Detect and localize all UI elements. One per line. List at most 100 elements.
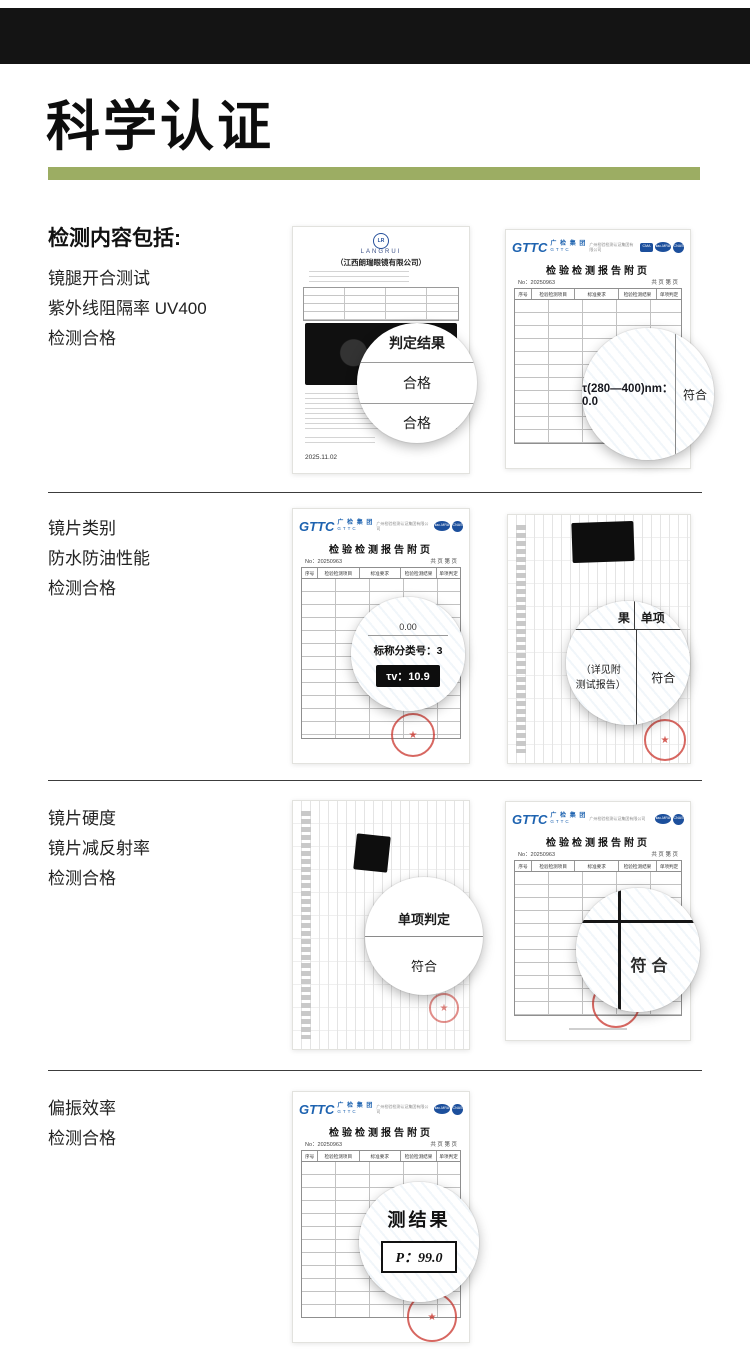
certificate-polarization-report: GTTC 广 检 集 团 GTTC 广州检验检测认证集团有限公司 ilac-MR… bbox=[292, 1091, 479, 1343]
report-fields-lines bbox=[309, 271, 409, 283]
section-1-heading: 检测内容包括: bbox=[48, 227, 181, 250]
report-pages-meta: 共 页 第 页 bbox=[430, 559, 457, 565]
col-item: 检验检测项目 bbox=[318, 568, 360, 579]
report-title: 检验检测报告附页 bbox=[329, 1128, 433, 1139]
see-attached-note: （详见附 测试报告） bbox=[566, 630, 636, 725]
col-item: 检验检测项目 bbox=[532, 289, 576, 300]
results-table-header: 序号 检验检测项目 标准要求 检验检测结果 单项判定 bbox=[514, 860, 682, 872]
ilac-mra-badge-icon: ilac-MRA bbox=[655, 814, 671, 824]
verdict-header: 判定结果 bbox=[357, 323, 477, 364]
gttc-company-name: 广州检验检测认证集团有限公司 bbox=[589, 241, 634, 252]
col-result: 检验检测结果 bbox=[401, 1151, 438, 1162]
report-end-mark bbox=[568, 1028, 628, 1030]
col-standard: 标准要求 bbox=[360, 568, 401, 579]
magnifier-uv-result: τ(280—400)nm：0.0 符合 bbox=[582, 328, 714, 460]
vertical-text-lines bbox=[301, 811, 311, 1039]
report-number: No：20250963 bbox=[518, 280, 556, 286]
gttc-company-name: 广州检验检测认证集团有限公司 bbox=[589, 816, 646, 822]
gttc-brand-en: GTTC bbox=[550, 818, 571, 824]
cnas-badge-icon: CNAS bbox=[452, 1103, 463, 1115]
section-4-line-1: 偏振效率 bbox=[48, 1099, 116, 1118]
section-2-line-2: 防水防油性能 bbox=[48, 549, 150, 568]
sample-photo bbox=[353, 833, 391, 873]
col-standard: 标准要求 bbox=[575, 289, 619, 300]
certificate-langrui-report: LR LANGRUI （江西朗瑞眼镜有限公司） 2025.11.02 判定结果 … bbox=[292, 226, 477, 474]
magnifier-category-result: 0.00 标称分类号：3 τv：10.9 bbox=[351, 597, 465, 711]
magnifier-polarization-result: 测结果 P：99.0 bbox=[359, 1182, 479, 1302]
gttc-brand-en: GTTC bbox=[337, 525, 358, 531]
section-divider-3 bbox=[48, 1070, 702, 1071]
section-1-line-3: 检测合格 bbox=[48, 329, 116, 348]
report-date: 2025.11.02 bbox=[305, 454, 338, 461]
report-pages-meta: 共 页 第 页 bbox=[651, 852, 678, 858]
verdict-table-body: （详见附 测试报告） 符合 bbox=[566, 630, 690, 725]
magnifier-content: 测结果 P：99.0 bbox=[359, 1182, 479, 1302]
category-top-value: 0.00 bbox=[368, 622, 448, 636]
section-2-line-1: 镜片类别 bbox=[48, 519, 116, 538]
langrui-logo-icon: LR bbox=[373, 233, 389, 249]
section-3-line-1: 镜片硬度 bbox=[48, 809, 116, 828]
gttc-brand: 广 检 集 团 GTTC bbox=[550, 813, 586, 825]
col-verdict: 单项判定 bbox=[659, 291, 679, 297]
magnifier-content: 单项判定 符合 bbox=[365, 877, 483, 995]
note-line-1: （详见附 bbox=[580, 664, 621, 676]
certificate-hardness-report: 单项判定 符合 bbox=[292, 800, 483, 1050]
header-result-partial: 果 bbox=[617, 611, 630, 625]
report-number: No：20250963 bbox=[518, 852, 556, 858]
col-index: 序号 bbox=[302, 568, 319, 579]
section-3-text: 镜片硬度 镜片减反射率 检测合格 bbox=[48, 804, 278, 894]
magnifier-content: τ(280—400)nm：0.0 符合 bbox=[582, 328, 714, 460]
magnifier-content: 果 单项 （详见附 测试报告） 符合 bbox=[566, 601, 690, 725]
section-1-text: 检测内容包括: 镜腿开合测试 紫外线阻隔率 UV400 检测合格 bbox=[48, 222, 278, 354]
category-label: 标称分类号：3 bbox=[373, 644, 443, 657]
gttc-brand-cn: 广 检 集 团 bbox=[550, 241, 587, 248]
gttc-logo-icon: GTTC bbox=[299, 1101, 335, 1117]
polarization-value: P：99.0 bbox=[381, 1240, 457, 1273]
table-rule-horizontal bbox=[576, 920, 700, 924]
red-seal-stamp bbox=[429, 993, 459, 1023]
page-title: 科学认证 bbox=[46, 97, 274, 157]
results-table-header: 序号 检验检测项目 标准要求 检验检测结果 单项判定 bbox=[301, 567, 461, 579]
section-4-line-2: 检测合格 bbox=[48, 1129, 116, 1148]
magnifier-content: 判定结果 合格 合格 bbox=[357, 323, 477, 443]
col-index: 序号 bbox=[515, 861, 532, 872]
langrui-logo-text: LANGRUI bbox=[360, 249, 402, 255]
red-seal-stamp bbox=[391, 713, 435, 757]
verdict-row-1: 合格 bbox=[357, 363, 477, 404]
verdict-header: 单项判定 bbox=[365, 877, 483, 937]
report-number: No：20250963 bbox=[305, 559, 343, 565]
col-standard: 标准要求 bbox=[575, 861, 619, 872]
ilac-mra-badge-icon: ilac-MRA bbox=[434, 1104, 450, 1114]
report-pages-meta: 共 页 第 页 bbox=[430, 1142, 457, 1148]
section-2-line-3: 检测合格 bbox=[48, 579, 116, 598]
category-tv-value: τv：10.9 bbox=[376, 664, 440, 687]
cnas-badge-icon: CNAS bbox=[673, 813, 684, 825]
gttc-company-name: 广州检验检测认证集团有限公司 bbox=[376, 520, 429, 531]
col-index: 序号 bbox=[515, 289, 532, 300]
ilac-mra-badge-icon: ilac-MRA bbox=[434, 521, 450, 531]
section-3-line-3: 检测合格 bbox=[48, 869, 116, 888]
col-verdict: 单项判定 bbox=[439, 570, 458, 576]
cnas-badge-icon: CNAS bbox=[452, 520, 463, 532]
accreditation-badges: CMA ilac-MRA CNAS bbox=[640, 241, 684, 253]
antireflection-verdict: 符合 bbox=[630, 958, 673, 976]
gttc-brand-cn: 广 检 集 团 bbox=[550, 813, 587, 820]
gttc-header: GTTC 广 检 集 团 GTTC 广州检验检测认证集团有限公司 ilac-MR… bbox=[512, 807, 684, 831]
magnifier-antireflection-result: 符合 bbox=[576, 888, 700, 1012]
section-1-line-2: 紫外线阻隔率 UV400 bbox=[48, 299, 207, 318]
section-1-line-1: 镜腿开合测试 bbox=[48, 269, 150, 288]
uv-measurement: τ(280—400)nm：0.0 bbox=[582, 328, 676, 460]
header-verdict-partial: 单项 bbox=[633, 601, 690, 629]
col-index: 序号 bbox=[302, 1151, 319, 1162]
report-info-table bbox=[303, 287, 459, 321]
verdict-table-header: 果 单项 bbox=[566, 601, 690, 630]
red-seal-stamp bbox=[644, 719, 686, 761]
col-result: 检验检测结果 bbox=[619, 289, 658, 300]
section-divider-1 bbox=[48, 492, 702, 493]
gttc-brand-cn: 广 检 集 团 bbox=[337, 520, 374, 527]
results-table-header: 序号 检验检测项目 标准要求 检验检测结果 单项判定 bbox=[514, 288, 682, 300]
gttc-logo-icon: GTTC bbox=[512, 239, 548, 255]
magnifier-content: 0.00 标称分类号：3 τv：10.9 bbox=[351, 597, 465, 711]
magnifier-content: 符合 bbox=[576, 888, 700, 1012]
report-pages-meta: 共 页 第 页 bbox=[651, 280, 678, 286]
